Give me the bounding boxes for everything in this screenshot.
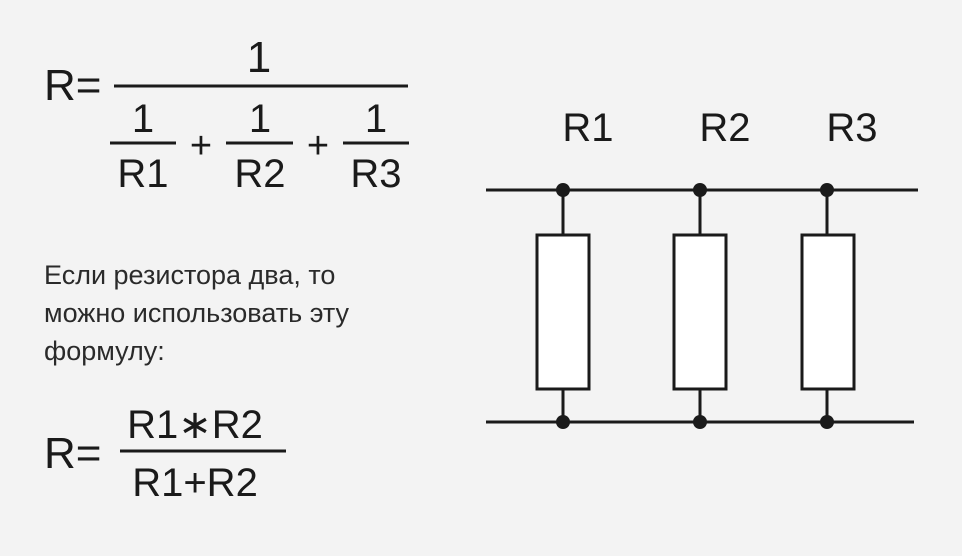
label-r1: R1: [562, 106, 613, 150]
resistor-r3: [800, 190, 856, 422]
junction-dot: [693, 183, 707, 197]
label-r3: R3: [826, 106, 877, 150]
formula-two-lhs: R=: [44, 429, 101, 478]
resistor-r3-body: [800, 233, 856, 391]
parallel-circuit: [486, 188, 918, 424]
junction-dot: [820, 415, 834, 429]
term-2-denominator: R2: [234, 152, 285, 196]
resistor-labels: R1 R2 R3: [562, 106, 877, 150]
resistor-r2-body: [672, 233, 728, 391]
formula-two-denominator: R1+R2: [132, 461, 258, 505]
junction-dot: [556, 183, 570, 197]
term-3-denominator: R3: [350, 152, 401, 196]
main-numerator: 1: [247, 33, 271, 82]
term-2-numerator: 1: [249, 97, 271, 141]
formula-two-numerator: R1∗R2: [127, 403, 263, 447]
two-resistor-formula: R= R1∗R2 R1+R2: [44, 403, 286, 505]
term-3-numerator: 1: [365, 97, 387, 141]
term-1-denominator: R1: [117, 152, 168, 196]
plus-sign-1: +: [190, 125, 212, 167]
formula-lhs: R=: [44, 61, 101, 110]
note-line-3: формулу:: [44, 336, 165, 366]
junction-dot: [556, 415, 570, 429]
note-line-1: Если резистора два, то: [44, 260, 336, 290]
label-r2: R2: [699, 106, 750, 150]
resistor-r1: [535, 190, 591, 422]
junction-dots: [556, 183, 834, 429]
junction-dot: [693, 415, 707, 429]
note-line-2: можно использовать эту: [44, 298, 350, 328]
term-1-numerator: 1: [132, 97, 154, 141]
parallel-formula: R= 1 1 R1 + 1 R2 + 1 R3: [44, 33, 409, 196]
explanatory-note: Если резистора два, то можно использоват…: [44, 256, 444, 370]
junction-dot: [820, 183, 834, 197]
resistor-r1-body: [535, 233, 591, 391]
resistor-r2: [672, 190, 728, 422]
plus-sign-2: +: [307, 125, 329, 167]
